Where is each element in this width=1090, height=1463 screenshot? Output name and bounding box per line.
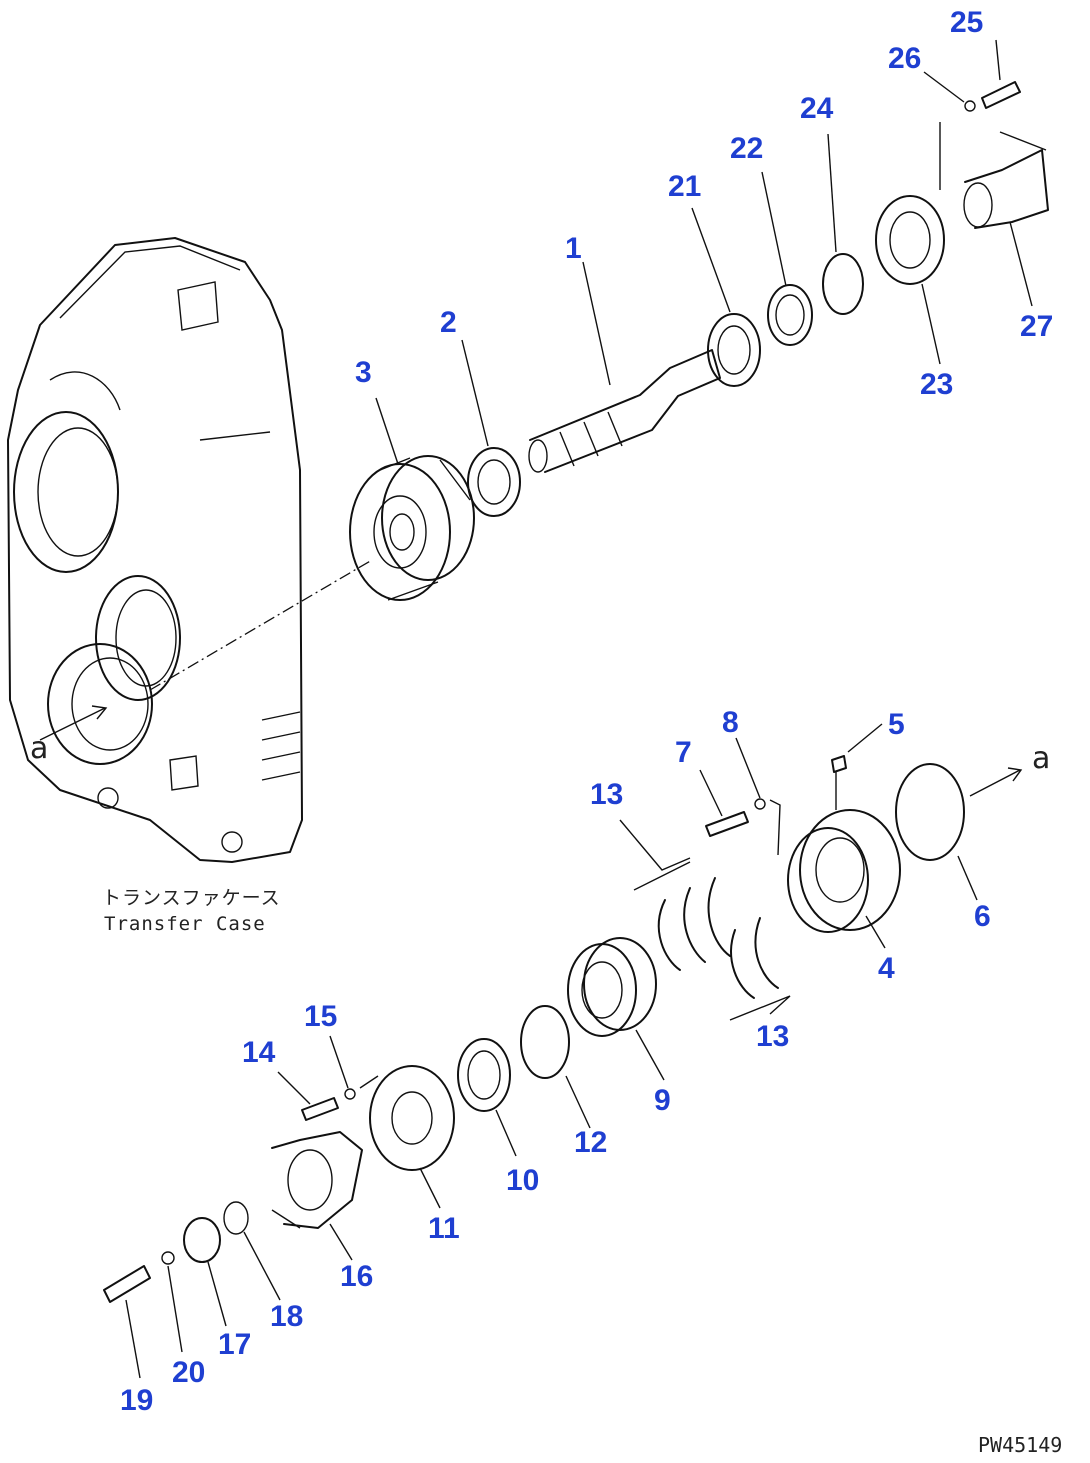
callout-10: 10 <box>506 1164 539 1197</box>
ref-arrow-lower <box>969 767 1023 797</box>
callout-4: 4 <box>878 952 895 985</box>
ring-part-22 <box>767 284 813 346</box>
callout-25: 25 <box>950 6 983 39</box>
o-ring-part-24 <box>822 253 864 315</box>
washer-part-26 <box>964 100 976 112</box>
seal-part-10 <box>457 1038 511 1112</box>
housing-part-4 <box>787 809 901 933</box>
callout-13-lower: 13 <box>756 1020 789 1053</box>
callout-7: 7 <box>675 736 692 769</box>
callout-24: 24 <box>800 92 834 125</box>
bearing-part-9 <box>567 937 657 1037</box>
ref-mark-lower: a <box>1032 741 1050 776</box>
callout-23: 23 <box>920 368 953 401</box>
caption-transfer-case-en: Transfer Case <box>104 913 266 935</box>
cover-part-23 <box>875 195 945 285</box>
plate-part-17 <box>183 1217 221 1263</box>
flange-part-27 <box>963 131 1049 229</box>
plug-part-5 <box>831 755 847 773</box>
bearing-part-21 <box>707 313 761 387</box>
washer-part-15 <box>344 1088 356 1100</box>
bolt-part-7 <box>705 811 749 837</box>
callout-22: 22 <box>730 132 763 165</box>
washer-part-20 <box>161 1251 175 1265</box>
callout-13-upper: 13 <box>590 778 623 811</box>
bolt-part-25 <box>981 81 1021 109</box>
ref-arrow-case <box>39 705 108 741</box>
callout-19: 19 <box>120 1384 153 1417</box>
ref-mark-case: a <box>30 731 48 766</box>
callout-1: 1 <box>565 232 582 265</box>
callout-6: 6 <box>974 900 991 933</box>
center-line-upper <box>149 559 373 691</box>
gear-part-3 <box>349 455 475 601</box>
cover-part-11 <box>369 1065 455 1171</box>
leader-15-11 <box>359 1075 379 1089</box>
callout-8: 8 <box>722 706 739 739</box>
callout-26: 26 <box>888 42 921 75</box>
shims-part-13 <box>657 877 779 999</box>
callout-21: 21 <box>668 170 701 203</box>
callout-15: 15 <box>304 1000 337 1033</box>
o-ring-part-18 <box>223 1201 249 1235</box>
callout-12: 12 <box>574 1126 607 1159</box>
callout-9: 9 <box>654 1084 671 1117</box>
transfer-case-housing <box>7 237 303 863</box>
callout-17: 17 <box>218 1328 251 1361</box>
bearing-part-2 <box>467 447 521 517</box>
leader-lines <box>125 39 1033 1379</box>
bolt-part-19 <box>103 1265 151 1303</box>
callout-18: 18 <box>270 1300 303 1333</box>
callout-5: 5 <box>888 708 905 741</box>
washer-part-8 <box>754 798 766 810</box>
callout-16: 16 <box>340 1260 373 1293</box>
figure-code: PW45149 <box>978 1433 1062 1457</box>
shaft-part-1 <box>528 349 721 473</box>
callout-14: 14 <box>242 1036 276 1069</box>
callout-2: 2 <box>440 306 457 339</box>
callout-27: 27 <box>1020 310 1053 343</box>
callout-11: 11 <box>428 1212 460 1245</box>
caption-transfer-case-jp: トランスファケース <box>102 887 281 909</box>
callout-3: 3 <box>355 356 372 389</box>
callout-numbers: 1 2 3 4 5 6 7 8 9 10 11 12 13 13 14 15 1… <box>120 6 1053 1417</box>
seal-part-6 <box>895 763 965 861</box>
o-ring-part-12 <box>520 1005 570 1079</box>
bolt-part-14 <box>301 1097 339 1121</box>
callout-20: 20 <box>172 1356 205 1389</box>
flange-part-16 <box>271 1131 363 1229</box>
leader-8-4 <box>769 799 781 856</box>
